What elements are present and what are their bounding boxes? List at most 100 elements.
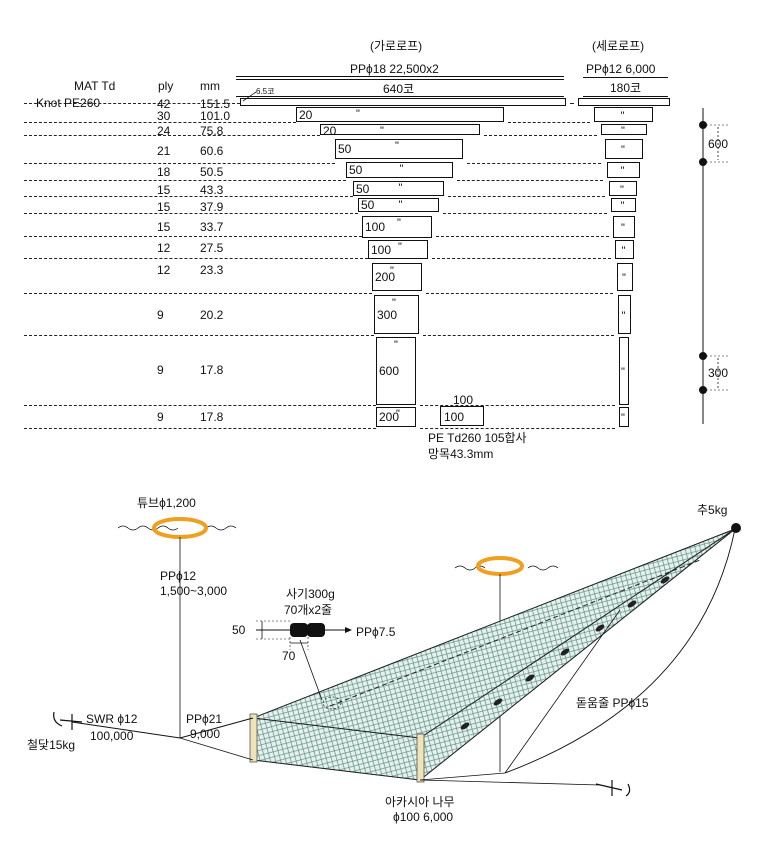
pp12-label: PPϕ12 6,000 bbox=[586, 62, 656, 76]
row-mm: 50.5 bbox=[200, 165, 224, 179]
anchor-label: 철닻15kg bbox=[27, 738, 76, 752]
row-mm: 75.8 bbox=[200, 124, 224, 138]
pp21-rope-low bbox=[179, 737, 254, 761]
ground-rope-right bbox=[419, 779, 601, 786]
mesh-count-label: 300 bbox=[377, 307, 398, 322]
bridle-line bbox=[504, 609, 621, 774]
row-divider-right bbox=[443, 213, 607, 214]
ditto-mark: " bbox=[390, 265, 394, 277]
pp75-label: PPϕ7.5 bbox=[356, 625, 396, 639]
row-ply: 30 bbox=[157, 109, 171, 123]
net-edge bbox=[252, 759, 421, 781]
ditto-mark: " bbox=[396, 408, 400, 420]
header-underline bbox=[236, 96, 564, 97]
ditto-mark: " bbox=[398, 182, 403, 194]
weight-icon bbox=[731, 523, 741, 533]
column-ply-header: ply bbox=[158, 79, 174, 93]
pp12-float-length-label: 1,500~3,000 bbox=[160, 584, 228, 598]
row-divider bbox=[24, 196, 353, 197]
bridle-line bbox=[419, 772, 506, 781]
mesh-count-label: 50 bbox=[338, 142, 352, 156]
row-divider-right bbox=[448, 196, 605, 197]
row-divider-right bbox=[432, 258, 611, 259]
side-box-mesh: 망목43.3mm bbox=[428, 447, 494, 461]
garo-mesh-panel bbox=[376, 407, 416, 427]
ditto-mark: " bbox=[395, 140, 399, 152]
row-divider-right bbox=[420, 405, 615, 406]
acacia-pole-left bbox=[249, 713, 258, 763]
wave-right bbox=[527, 565, 559, 571]
row-divider-right bbox=[484, 135, 597, 136]
sero-rope-label: (세로로프) bbox=[592, 39, 645, 53]
garo-mesh-panel bbox=[376, 337, 416, 405]
scale-dot bbox=[699, 158, 707, 166]
side-box bbox=[440, 406, 484, 426]
mesh-count-label: 200 bbox=[375, 270, 396, 284]
row-mm: 60.6 bbox=[200, 144, 224, 158]
side-box-material: PE Td260 105합사 bbox=[428, 431, 527, 445]
row-ply: 21 bbox=[157, 144, 171, 158]
row-divider-right bbox=[426, 293, 613, 294]
ditto-mark: " bbox=[356, 108, 360, 120]
row-divider bbox=[24, 122, 296, 123]
side-box-top-label: 100 bbox=[453, 393, 474, 407]
sero-mesh-panel bbox=[613, 216, 635, 238]
row-divider-right bbox=[436, 236, 609, 237]
row-divider-right bbox=[457, 180, 603, 181]
row-mm: 27.5 bbox=[200, 241, 224, 255]
acacia-pole-right bbox=[416, 733, 425, 783]
column-mat-header: MAT Td bbox=[74, 79, 116, 93]
pp21-label: PPϕ21 bbox=[186, 712, 223, 726]
garo-mesh-panel bbox=[240, 98, 566, 106]
sinker-weight bbox=[307, 623, 325, 637]
sinker-label: 사기300g bbox=[286, 587, 335, 601]
ditto-mark: " bbox=[398, 241, 402, 253]
ditto-mark: " bbox=[621, 412, 625, 424]
ditto-mark: " bbox=[397, 217, 401, 229]
side-box-inner-label: 100 bbox=[444, 410, 465, 424]
row-ply: 15 bbox=[157, 200, 171, 214]
net-edge bbox=[252, 528, 736, 719]
ditto-mark: " bbox=[398, 199, 403, 211]
row-ply: 9 bbox=[157, 308, 164, 322]
garo-mesh-panel bbox=[368, 240, 428, 259]
row-ply: 12 bbox=[157, 241, 171, 255]
sero-mesh-panel bbox=[611, 198, 636, 212]
scale-dot bbox=[699, 352, 707, 360]
acacia-dim-label: ϕ100 6,000 bbox=[393, 810, 454, 824]
net-edge bbox=[252, 717, 421, 739]
mesh-count-label: 100 bbox=[371, 242, 392, 257]
sero-header-underline bbox=[583, 96, 668, 97]
garo-mesh-panel bbox=[372, 263, 422, 291]
ditto-mark: " bbox=[621, 244, 626, 257]
sinker-group bbox=[460, 576, 670, 730]
mesh-count-label: 600 bbox=[379, 364, 400, 378]
row-ply: 42 bbox=[157, 97, 171, 111]
dim70-label: 70 bbox=[282, 649, 296, 663]
mesh-count-label: 200 bbox=[379, 410, 400, 424]
garo-mesh-panel bbox=[296, 107, 504, 122]
tube-label: 튜브ϕ1,200 bbox=[137, 496, 196, 510]
row-ply: 15 bbox=[157, 220, 171, 234]
row-divider bbox=[24, 258, 368, 259]
sinker-weight bbox=[290, 623, 308, 637]
row-mm: 43.3 bbox=[200, 183, 224, 197]
row-divider-right bbox=[508, 122, 590, 123]
ditto-mark: " bbox=[380, 125, 384, 137]
acacia-label: 아카시아 나무 bbox=[385, 795, 455, 809]
swr-label: SWR ϕ12 bbox=[86, 712, 138, 726]
ditto-mark: " bbox=[621, 366, 625, 378]
mesh-arrow bbox=[242, 91, 257, 102]
sinker-count-label: 70개x2줄 bbox=[284, 603, 333, 617]
row-ply: 24 bbox=[157, 124, 171, 138]
arrow-mesh-label: 6.5코 bbox=[256, 87, 275, 96]
sinker-arrow bbox=[345, 627, 352, 633]
helper-rope bbox=[504, 528, 736, 774]
net-edge bbox=[419, 528, 736, 781]
dim600-label: 600 bbox=[708, 137, 728, 151]
row-divider-right bbox=[420, 428, 615, 429]
wave-left bbox=[117, 525, 179, 531]
sero-mesh-panel bbox=[601, 124, 647, 135]
ditto-mark: " bbox=[620, 183, 624, 196]
row-ply: 18 bbox=[157, 165, 171, 179]
